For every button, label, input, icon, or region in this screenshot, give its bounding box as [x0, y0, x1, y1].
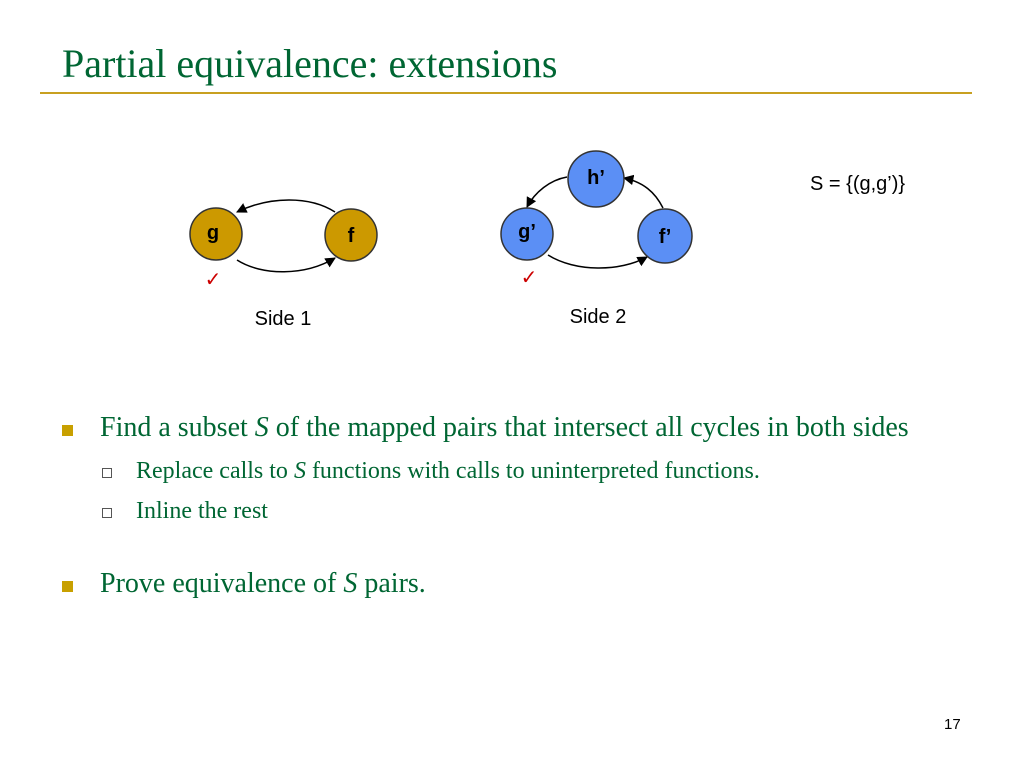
subbullet-text-post: functions with calls to uninterpreted fu…: [305, 458, 760, 484]
edge-side2-h-to-g: [526, 176, 568, 208]
side1-label: Side 1: [255, 308, 312, 330]
svg-text:g: g: [207, 222, 219, 244]
svg-text:h’: h’: [587, 167, 605, 189]
set-s-label: S = {(g,g’)}: [810, 173, 905, 195]
node-side2-g: g’: [500, 207, 554, 261]
title-divider: [40, 92, 972, 94]
edge-side2-g-to-f: [547, 254, 648, 269]
bullet-list: Find a subset S of the mapped pairs that…: [62, 408, 1002, 604]
call-graph-diagram: g f ✓ Side 1 h’ g’ f’ ✓ Side 2 S = {(g,g…: [189, 150, 905, 330]
subbullet-marker-icon: [102, 468, 112, 478]
subbullet-replace-calls: Replace calls to S functions with calls …: [62, 454, 1002, 488]
node-side1-f: f: [324, 208, 378, 262]
edge-side2-f-to-h: [622, 174, 664, 209]
bullet-find-subset: Find a subset S of the mapped pairs that…: [62, 408, 1002, 448]
set-variable: S: [254, 412, 269, 443]
edge-side1-f-to-g: [236, 199, 336, 213]
edge-side1-g-to-f: [236, 257, 336, 273]
bullet-text-pre: Find a subset: [100, 412, 255, 443]
subbullet-marker-icon: [102, 508, 112, 518]
node-side1-g: g: [189, 207, 243, 261]
side2-label: Side 2: [570, 306, 627, 328]
svg-text:f: f: [348, 225, 355, 247]
subbullet-inline-rest: Inline the rest: [62, 494, 1002, 528]
node-side2-h: h’: [567, 150, 625, 208]
side1-check-icon: ✓: [205, 267, 222, 291]
bullet-text-pre: Prove equivalence of: [100, 568, 344, 599]
subbullet-text: Inline the rest: [136, 498, 268, 524]
node-side2-f: f’: [637, 208, 693, 264]
svg-text:g’: g’: [518, 221, 536, 243]
slide-title: Partial equivalence: extensions: [62, 41, 558, 86]
subbullet-text-pre: Replace calls to: [136, 458, 294, 484]
bullet-text-post: of the mapped pairs that intersect all c…: [268, 412, 909, 443]
svg-text:f’: f’: [659, 226, 672, 248]
bullet-text-post: pairs.: [357, 568, 426, 599]
slide-number: 17: [944, 716, 961, 733]
bullet-marker-icon: [62, 581, 73, 592]
bullet-prove-equivalence: Prove equivalence of S pairs.: [62, 564, 1002, 604]
side2-check-icon: ✓: [521, 265, 538, 289]
set-variable: S: [293, 458, 306, 484]
set-variable: S: [343, 568, 358, 599]
bullet-marker-icon: [62, 425, 73, 436]
